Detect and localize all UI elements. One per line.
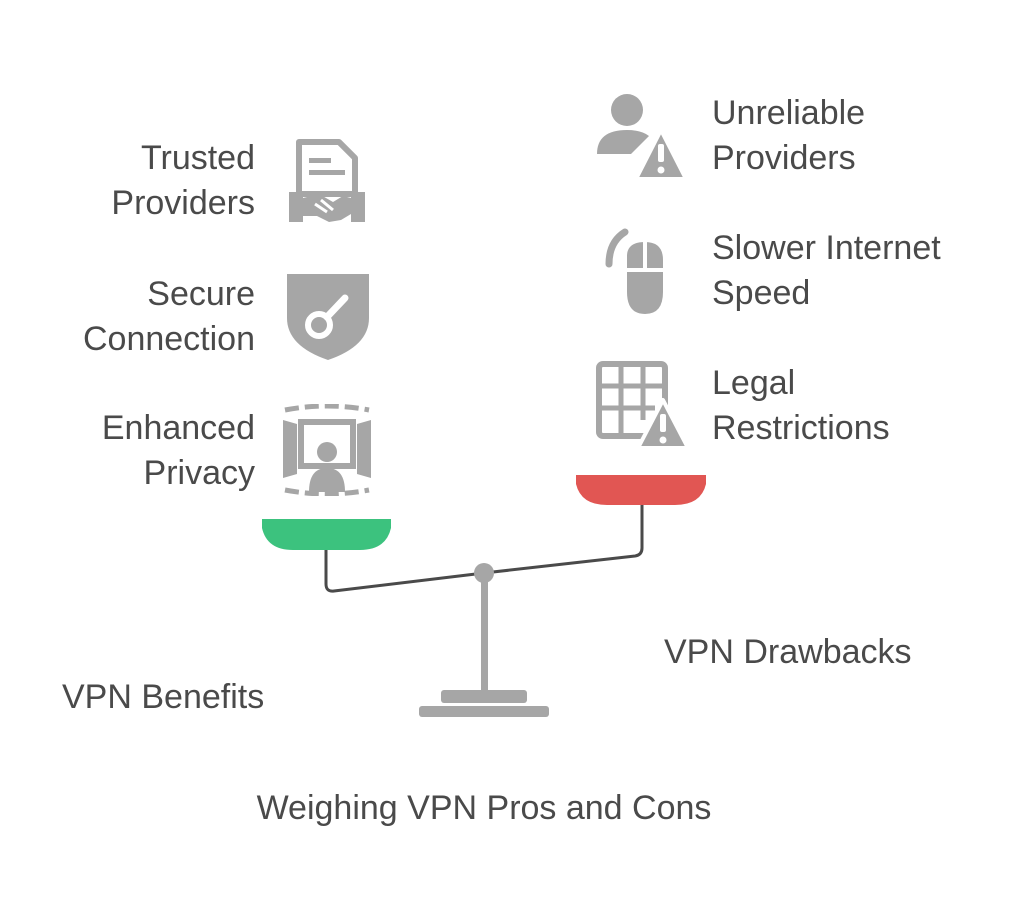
- diagram-title: Weighing VPN Pros and Cons: [256, 789, 712, 827]
- user-surveillance-icon: [281, 404, 373, 496]
- drawback-label-line1: Slower Internet: [712, 229, 941, 267]
- benefit-enhanced-privacy-label: Enhanced Privacy: [102, 406, 255, 496]
- benefit-secure-connection-label: Secure Connection: [83, 272, 255, 362]
- scale-pivot: [474, 563, 494, 583]
- drawback-legal-restrictions-label: Legal Restrictions: [712, 361, 890, 451]
- user-warning-icon: [595, 92, 687, 182]
- drawback-label-line1: Unreliable: [712, 94, 866, 132]
- benefit-label-line1: Enhanced: [101, 409, 255, 447]
- drawback-label-line2: Speed: [712, 274, 811, 312]
- benefit-trusted-providers-label: Trusted Providers: [111, 136, 255, 226]
- contract-handshake-icon: [289, 138, 365, 226]
- drawback-unreliable-providers-label: Unreliable Providers: [712, 91, 865, 181]
- benefit-label-line2: Connection: [82, 320, 255, 358]
- benefits-label: VPN Benefits: [62, 678, 265, 716]
- scale-pole: [481, 578, 488, 692]
- mouse-loading-icon: [605, 226, 677, 318]
- drawback-label-line1: Legal: [712, 364, 796, 402]
- benefit-label-line2: Providers: [111, 184, 255, 222]
- benefit-label-line2: Privacy: [143, 454, 255, 492]
- benefit-label-line1: Secure: [147, 275, 255, 313]
- scale-base-bottom: [419, 706, 549, 717]
- benefit-label-line1: Trusted: [140, 139, 255, 177]
- drawbacks-pan: [576, 475, 706, 505]
- drawback-label-line2: Providers: [712, 139, 856, 177]
- drawback-slower-speed-label: Slower Internet Speed: [712, 226, 941, 316]
- drawbacks-label: VPN Drawbacks: [664, 633, 912, 671]
- shield-key-icon: [283, 270, 373, 362]
- scale-base-top: [441, 690, 527, 703]
- grid-warning-icon: [595, 360, 689, 452]
- drawback-label-line2: Restrictions: [712, 409, 890, 447]
- benefits-pan: [262, 519, 391, 550]
